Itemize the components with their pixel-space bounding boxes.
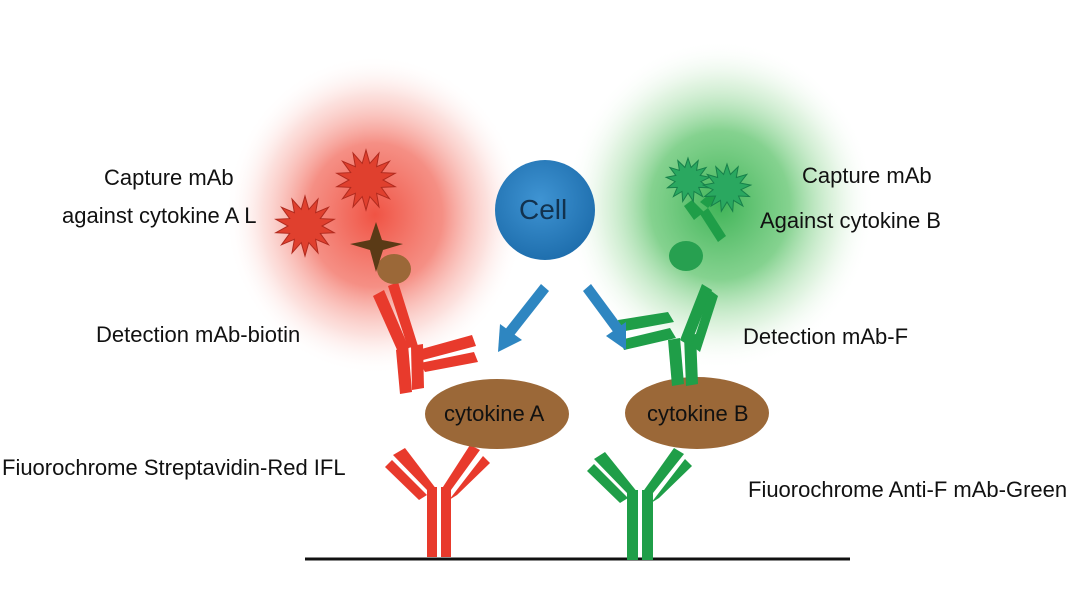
capture-b-label-line2: Against cytokine B [760,208,941,233]
detection-a-label: Detection mAb-biotin [96,322,301,347]
capture-antibody-a-icon [385,445,490,557]
star-burst-icon [274,148,397,258]
green-star-icon [664,156,753,213]
cytokine-a-shape [425,379,569,449]
detection-b-label: Detection mAb-F [743,324,909,349]
arrow-down-right-icon [583,284,626,350]
capture-a-label-line2: against cytokine A L [62,203,257,228]
fluoro-a-label: Fiuorochrome Streptavidin-Red IFL [2,455,346,480]
detection-antibody-a-icon [373,282,478,394]
capture-a-label-line1: Capture mAb [104,165,234,190]
detection-antibody-b-icon [618,284,718,386]
cell-label: Cell [519,194,568,225]
arrow-down-left-icon [498,284,549,352]
cytokine-a-label: cytokine A [444,401,545,426]
cytokine-b-shape [625,377,769,449]
biotin-blob [377,254,411,284]
fluoro-b-label: Fiuorochrome Anti-F mAb-Green [748,477,1068,502]
capture-b-label-line1: Capture mAb [802,163,932,188]
capture-antibody-b-icon [587,448,692,560]
biotin-star-icon [350,222,403,272]
red-glow [225,55,525,375]
green-blob [669,241,703,271]
green-glow [565,40,875,370]
cell-circle [495,160,595,260]
cytokine-b-label: cytokine B [647,401,749,426]
